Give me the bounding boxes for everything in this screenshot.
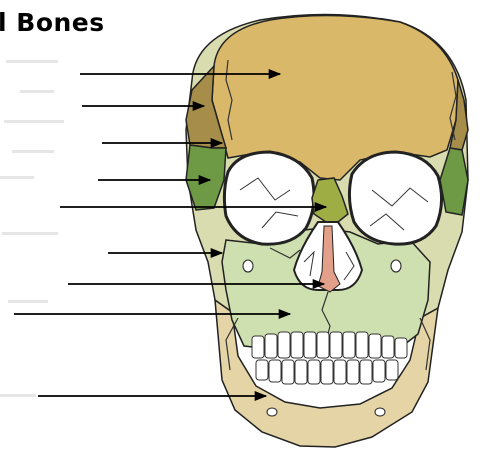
tooth bbox=[295, 360, 307, 384]
tooth bbox=[321, 360, 333, 384]
tooth bbox=[265, 334, 277, 358]
tooth bbox=[282, 360, 294, 384]
tooth bbox=[334, 360, 346, 384]
orbit-left bbox=[224, 152, 314, 244]
mental-foramen-left bbox=[267, 408, 277, 416]
tooth bbox=[395, 338, 407, 358]
tooth bbox=[308, 360, 320, 384]
teeth bbox=[252, 332, 407, 384]
tooth bbox=[304, 332, 316, 358]
orbit-right bbox=[349, 152, 441, 244]
tooth bbox=[291, 332, 303, 358]
tooth bbox=[256, 360, 268, 380]
foramen-right bbox=[391, 260, 401, 272]
tooth bbox=[343, 332, 355, 358]
tooth bbox=[382, 336, 394, 358]
mental-foramen-right bbox=[375, 408, 385, 416]
foramen-left bbox=[243, 260, 253, 272]
tooth bbox=[373, 360, 385, 382]
faint-label-marks bbox=[0, 60, 64, 397]
tooth bbox=[356, 332, 368, 358]
tooth bbox=[252, 336, 264, 358]
tooth bbox=[347, 360, 359, 384]
tooth bbox=[278, 332, 290, 358]
tooth bbox=[269, 360, 281, 382]
tooth bbox=[317, 332, 329, 358]
tooth bbox=[360, 360, 372, 384]
tooth bbox=[369, 334, 381, 358]
tooth bbox=[330, 332, 342, 358]
tooth bbox=[386, 360, 398, 380]
